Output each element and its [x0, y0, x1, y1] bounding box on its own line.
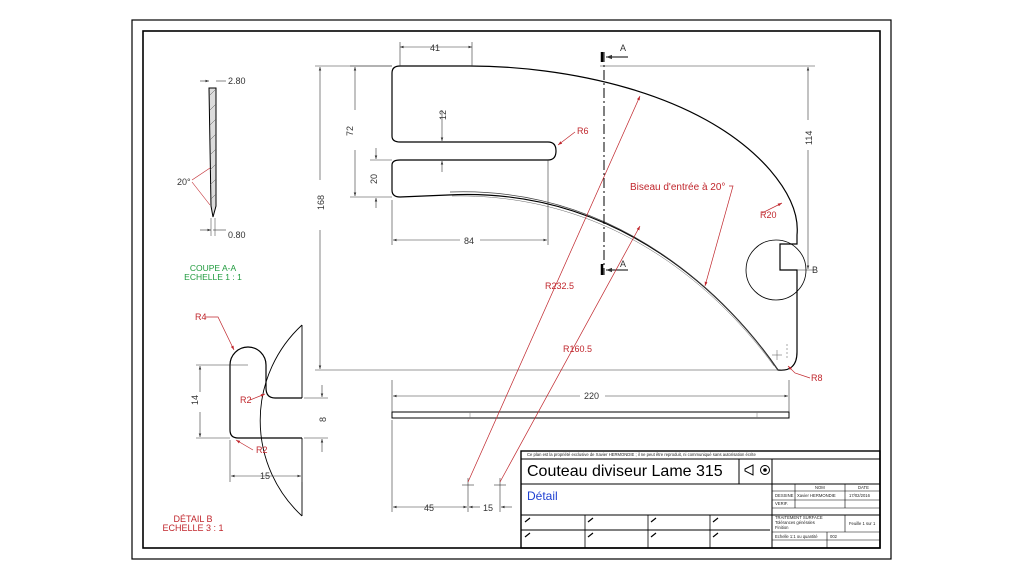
detail-dim-8-label: 8: [318, 417, 328, 422]
detail-b-dims: [196, 364, 328, 482]
detail-r4-label: R4: [195, 312, 207, 322]
misc-3: Finition: [775, 525, 789, 530]
r20-label: R20: [760, 210, 777, 220]
section-title: COUPE A-A: [190, 263, 237, 273]
dim-72-label: 72: [345, 126, 355, 136]
title-block: [520, 450, 881, 549]
detail-dim-15-label: 15: [260, 471, 270, 481]
projection-symbol-icon: [744, 464, 770, 476]
r6-label: R6: [577, 126, 589, 136]
section-angle-label: 20°: [177, 177, 191, 187]
detail-b-ref: B: [812, 265, 818, 275]
inner-frame: [142, 30, 881, 549]
dim-220: [391, 380, 790, 412]
dim-20: [370, 148, 392, 208]
outer-frame: [131, 19, 892, 560]
row-verif: VERIF.: [775, 501, 788, 506]
drawing-title: Couteau diviseur Lame 315: [527, 463, 723, 480]
dim-41-label: 41: [430, 43, 440, 53]
dim-45-label: 45: [424, 503, 434, 513]
section-a-a: [191, 79, 226, 236]
section-edge-label: 0.80: [228, 230, 246, 240]
row-drawn-date: 17/02/2016: [849, 493, 871, 498]
detail-r2-bottom-label: R2: [256, 445, 268, 455]
blade-outline: [391, 65, 798, 371]
detail-b-title: DÉTAIL B: [173, 514, 212, 524]
dim-168-label: 168: [316, 195, 326, 210]
section-thickness-label: 2.80: [228, 76, 246, 86]
section-mark-top: A: [620, 43, 626, 53]
dim-114-label: 114: [804, 131, 814, 145]
scale-text: Echelle 1:1 ou quantité: [775, 534, 818, 539]
header-nom: NOM: [815, 485, 825, 490]
dim-220-label: 220: [584, 391, 599, 401]
misc-2: Tolérances générales: [775, 520, 815, 525]
row-drawn-label: DESSINE: [775, 493, 794, 498]
row-drawn-name: Xavier HERMONDIE: [797, 493, 836, 498]
r8-label: R8: [811, 373, 823, 383]
drawing-subtitle: Détail: [527, 489, 558, 503]
section-scale: ECHELLE 1 : 1: [184, 272, 242, 282]
detail-b-scale: ECHELLE 3 : 1: [162, 523, 223, 533]
notice-text: Ce plan est la propriété exclusive de Xa…: [527, 452, 756, 457]
detail-b-leaders: [205, 316, 266, 451]
header-date: DATE: [858, 485, 869, 490]
dim-168: [315, 65, 778, 371]
dim-45-15: [391, 420, 512, 512]
bevel-note: Biseau d'entrée à 20°: [630, 182, 725, 193]
dim-84-label: 84: [464, 236, 474, 246]
dim-20-label: 20: [369, 174, 379, 184]
section-mark-bottom: A: [620, 259, 626, 269]
r160-label: R160.5: [563, 344, 592, 354]
r232-label: R232.5: [545, 281, 574, 291]
sheet-number: Feuille 1 sur 1: [849, 521, 876, 526]
radius-leaders: [467, 95, 811, 483]
dim-84: [391, 160, 549, 245]
misc-1: TRAITEMENT SURFACE: [775, 515, 823, 520]
dim-41: [399, 42, 473, 66]
detail-r2-top-label: R2: [240, 395, 252, 405]
blade-side-view: [391, 411, 790, 419]
section-cut-line: [600, 52, 628, 275]
dim-15-label: 15: [483, 503, 493, 513]
dim-12-label: 12: [438, 110, 448, 120]
dim-114: [600, 65, 815, 271]
qty-text: 002: [830, 534, 838, 539]
detail-b-view: [229, 324, 303, 517]
detail-dim-14-label: 14: [190, 395, 200, 405]
